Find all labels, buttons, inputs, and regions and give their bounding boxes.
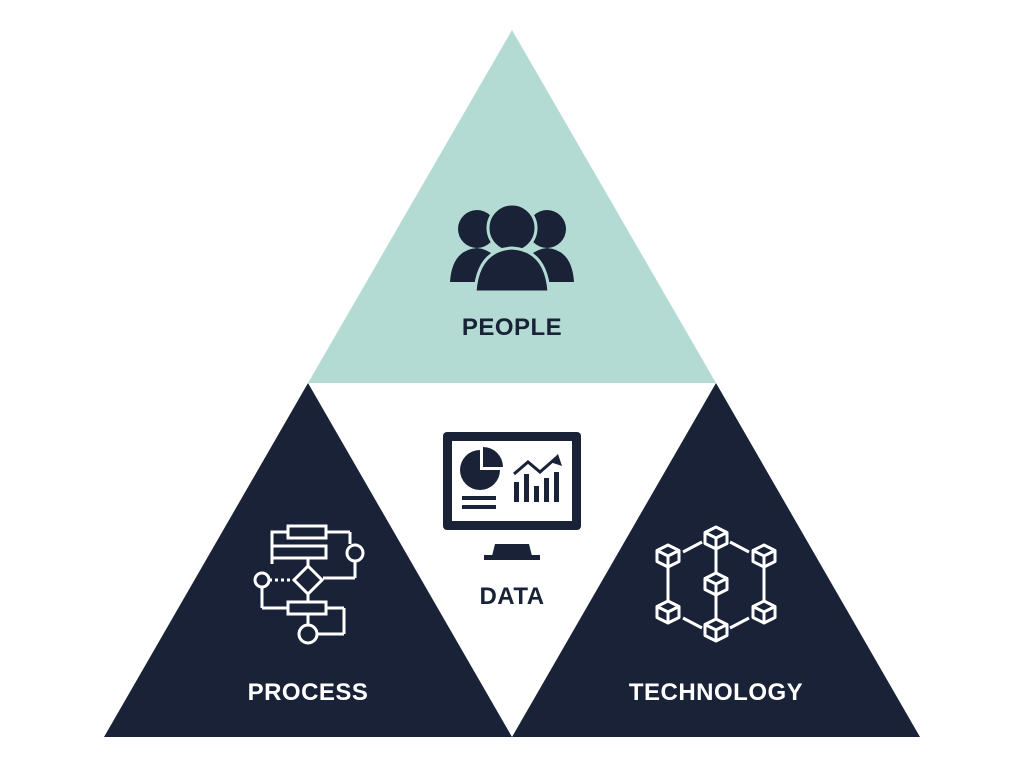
process-label: PROCESS [247,679,369,706]
people-group-icon [450,202,574,294]
monitor-chart-icon [443,432,581,560]
data-label: DATA [479,583,545,610]
blockchain-cubes [655,525,777,643]
technology-label: TECHNOLOGY [628,679,804,706]
people-label: PEOPLE [461,314,563,341]
flowchart-icon [253,524,365,645]
